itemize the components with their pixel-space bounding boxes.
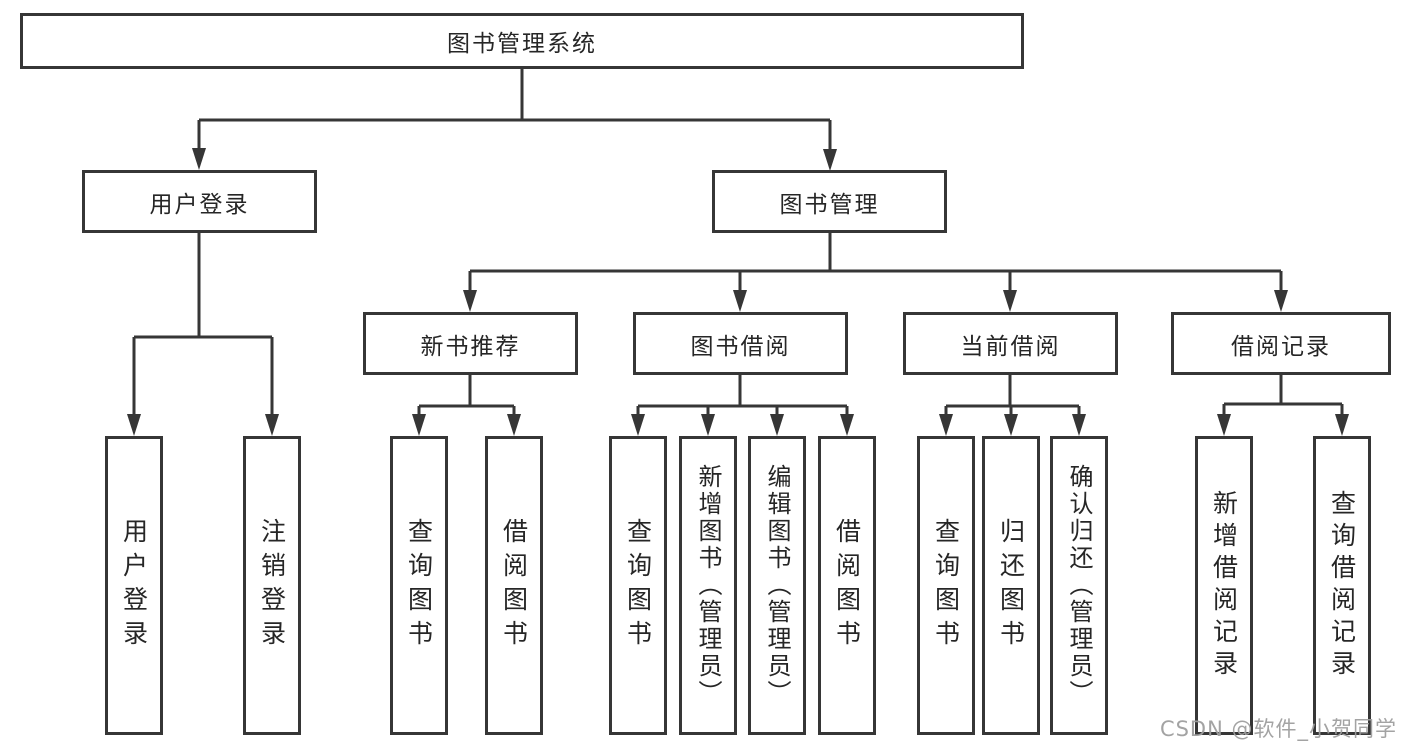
- leaf-user-login: 用户登录: [105, 436, 163, 735]
- node-borrow-records: 借阅记录: [1171, 312, 1391, 375]
- leaf-add-books-admin: 新增图书（管理员）: [679, 436, 737, 735]
- leaf-logout-login-label: 注销登录: [257, 517, 287, 654]
- leaf-borrow-books-recommend: 借阅图书: [485, 436, 543, 735]
- leaf-add-borrow-record-label: 新增借阅记录: [1209, 489, 1239, 682]
- leaf-add-borrow-record: 新增借阅记录: [1195, 436, 1253, 735]
- leaf-query-books-recommend-label: 查询图书: [404, 517, 434, 654]
- node-book-borrowing: 图书借阅: [633, 312, 848, 375]
- node-current-borrowing-label: 当前借阅: [960, 333, 1061, 360]
- node-new-book-recommend: 新书推荐: [363, 312, 578, 375]
- node-user-login: 用户登录: [82, 170, 317, 233]
- leaf-logout-login: 注销登录: [243, 436, 301, 735]
- node-book-borrowing-label: 图书借阅: [690, 333, 791, 360]
- leaf-query-books-current-label: 查询图书: [931, 517, 961, 654]
- leaf-borrow-books-recommend-label: 借阅图书: [499, 517, 529, 654]
- leaf-query-books-borrowing-label: 查询图书: [623, 517, 653, 654]
- leaf-query-borrow-record-label: 查询借阅记录: [1327, 489, 1357, 682]
- leaf-return-books: 归还图书: [982, 436, 1040, 735]
- leaf-add-books-admin-label: 新增图书（管理员）: [694, 464, 722, 707]
- leaf-confirm-return-admin: 确认归还（管理员）: [1050, 436, 1108, 735]
- leaf-query-books-borrowing: 查询图书: [609, 436, 667, 735]
- leaf-confirm-return-admin-label: 确认归还（管理员）: [1065, 464, 1093, 707]
- leaf-query-borrow-record: 查询借阅记录: [1313, 436, 1371, 735]
- node-borrow-records-label: 借阅记录: [1231, 333, 1331, 360]
- node-root-label: 图书管理系统: [447, 31, 597, 57]
- leaf-borrow-books-borrowing-label: 借阅图书: [832, 517, 862, 654]
- leaf-query-books-current: 查询图书: [917, 436, 975, 735]
- leaf-return-books-label: 归还图书: [996, 517, 1026, 654]
- node-user-login-label: 用户登录: [149, 191, 250, 218]
- csdn-watermark: CSDN @软件_小贺同学: [1159, 717, 1397, 741]
- leaf-edit-books-admin-label: 编辑图书（管理员）: [763, 464, 791, 707]
- leaf-edit-books-admin: 编辑图书（管理员）: [748, 436, 806, 735]
- node-current-borrowing: 当前借阅: [903, 312, 1118, 375]
- node-new-book-recommend-label: 新书推荐: [420, 333, 521, 360]
- node-root: 图书管理系统: [20, 13, 1024, 69]
- leaf-user-login-label: 用户登录: [119, 517, 149, 654]
- leaf-borrow-books-borrowing: 借阅图书: [818, 436, 876, 735]
- node-book-management-label: 图书管理: [779, 191, 880, 218]
- leaf-query-books-recommend: 查询图书: [390, 436, 448, 735]
- node-book-management: 图书管理: [712, 170, 947, 233]
